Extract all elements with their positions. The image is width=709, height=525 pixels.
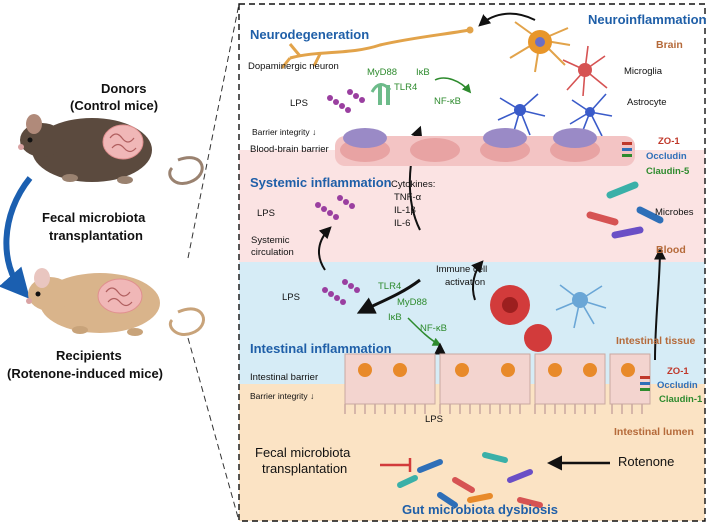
lps-lumen-label: LPS xyxy=(425,414,443,425)
neuroinflammation-heading: Neuroinflammation xyxy=(588,12,707,27)
recipient-mouse-icon xyxy=(26,268,205,336)
il1-label: IL-1β xyxy=(394,205,416,216)
bbb-integrity-label: Barrier integrity ↓ xyxy=(252,127,317,137)
intestinal-tissue-label: Intestinal tissue xyxy=(616,335,696,347)
systemic-circulation-line2: circulation xyxy=(251,247,294,258)
intestinal-barrier-label: Intestinal barrier xyxy=(250,372,319,383)
blood-region xyxy=(239,150,705,262)
tlr4-receptor-icon xyxy=(370,83,392,105)
blood-label: Blood xyxy=(656,244,686,256)
fmt-label-line1: Fecal microbiota xyxy=(42,210,146,225)
donor-mouse-icon xyxy=(18,114,204,185)
lps-blood-label: LPS xyxy=(257,208,275,219)
recipients-sub-label: (Rotenone-induced mice) xyxy=(7,366,164,381)
systemic-inflammation-heading: Systemic inflammation xyxy=(250,175,392,190)
il6-label: IL-6 xyxy=(394,218,411,229)
recipients-label: Recipients xyxy=(56,348,122,363)
gut-microbes xyxy=(397,452,543,508)
intestinal-lps-arrow xyxy=(356,278,421,314)
dopaminergic-neuron-label: Dopaminergic neuron xyxy=(248,61,339,72)
microglia-label: Microglia xyxy=(624,66,663,77)
zoom-line-top xyxy=(187,3,240,259)
fmt-curved-arrow xyxy=(0,176,33,300)
nfkb-top-label: NF-κB xyxy=(434,96,461,107)
zo1-bottom-label: ZO-1 xyxy=(667,366,689,377)
fmt-label-line2: transplantation xyxy=(49,228,143,243)
nfkb-bottom-label: NF-κB xyxy=(420,323,447,334)
cytokines-label: Cytokines: xyxy=(391,179,436,190)
immune-cytokine-arrow xyxy=(471,260,484,301)
donors-sub-label: (Control mice) xyxy=(70,98,159,113)
astrocyte-icon xyxy=(497,93,613,139)
fmt-bottom-line1: Fecal microbiota xyxy=(255,445,351,460)
fmt-bottom-line2: transplantation xyxy=(262,461,348,476)
nfkb-arrow-top xyxy=(434,77,472,94)
microbes-arrow xyxy=(653,247,666,361)
lps-intestine-label: LPS xyxy=(282,292,300,303)
myd88-bottom-label: MyD88 xyxy=(397,297,428,308)
red-microglia-icon xyxy=(562,45,608,97)
microbes-label: Microbes xyxy=(655,207,694,218)
bbb-label: Blood-brain barrier xyxy=(250,144,329,155)
ikb-bottom-label: IκB xyxy=(388,312,402,323)
zoom-line-bottom xyxy=(187,337,240,522)
rotenone-label: Rotenone xyxy=(618,454,675,469)
myd88-top-label: MyD88 xyxy=(367,67,398,78)
intestinal-inflammation-heading: Intestinal inflammation xyxy=(250,341,392,356)
intestinal-integrity-label: Barrier integrity ↓ xyxy=(250,391,315,401)
immune-activation-line2: activation xyxy=(445,277,486,288)
astrocyte-label: Astrocyte xyxy=(627,97,667,108)
claudin5-label: Claudin-5 xyxy=(646,166,690,177)
immune-cell-icon xyxy=(490,285,552,352)
neuroinflammation-arrow xyxy=(478,12,536,27)
zo1-top-label: ZO-1 xyxy=(658,136,680,147)
dysbiosis-heading: Gut microbiota dysbiosis xyxy=(402,502,559,517)
lps-top-label: LPS xyxy=(290,98,308,109)
donors-label: Donors xyxy=(101,81,147,96)
immune-activation-line1: Immune cell xyxy=(436,264,488,275)
ikb-top-label: IκB xyxy=(416,67,430,78)
dopaminergic-neuron-icon xyxy=(280,26,474,69)
blood-microbes xyxy=(586,181,664,239)
neurodegeneration-heading: Neurodegeneration xyxy=(250,27,370,42)
claudin1-label: Claudin-1 xyxy=(659,394,703,405)
brain-label: Brain xyxy=(656,39,683,51)
tlr4-bottom-label: TLR4 xyxy=(378,281,402,292)
intestinal-epithelium xyxy=(344,353,651,414)
intestinal-lumen-label: Intestinal lumen xyxy=(614,426,694,438)
occludin-bottom-label: Occludin xyxy=(657,380,698,391)
occludin-top-label: Occludin xyxy=(646,151,687,162)
tnf-label: TNF-α xyxy=(394,192,422,203)
blood-brain-barrier-cells xyxy=(335,128,635,166)
tlr4-top-label: TLR4 xyxy=(394,82,418,93)
panel-border xyxy=(238,3,706,522)
lps-molecules xyxy=(315,89,365,305)
microglia-icon xyxy=(509,21,571,73)
systemic-circulation-line1: Systemic xyxy=(251,235,290,246)
circulation-arrow xyxy=(318,226,332,271)
dendritic-cell-icon xyxy=(555,284,607,329)
